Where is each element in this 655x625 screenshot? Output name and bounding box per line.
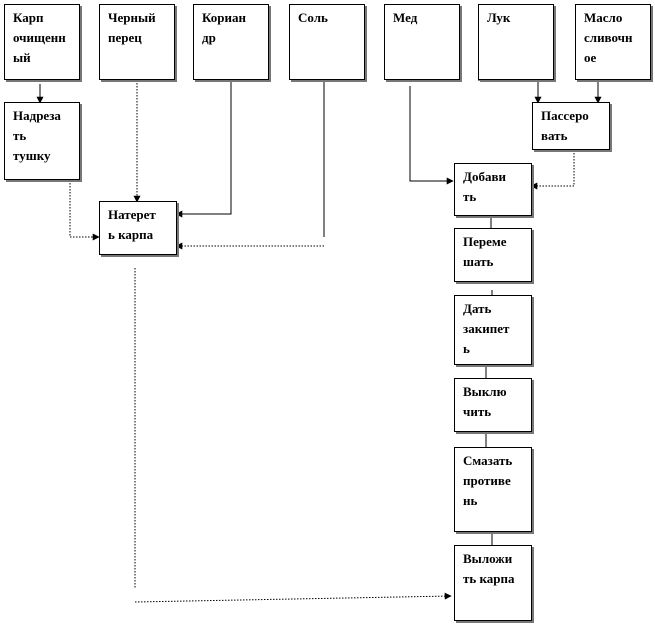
arrow-honey-to-add bbox=[409, 86, 454, 185]
ingredient-butter: Масло сливочн ое bbox=[575, 4, 651, 80]
step-mix: Переме шать bbox=[454, 228, 532, 282]
arrow-coriander-to-rub bbox=[175, 80, 232, 218]
ingredient-carp: Карп очищенн ый bbox=[4, 4, 80, 80]
step-grease-pan: Смазать противе нь bbox=[454, 447, 532, 532]
step-add: Добави ть bbox=[454, 163, 532, 216]
step-boil: Дать закипет ь bbox=[454, 295, 532, 365]
step-lay-out-carp: Выложи ть карпа bbox=[454, 545, 532, 621]
step-cut-carcass: Надреза ть тушку bbox=[4, 102, 80, 180]
ingredient-salt: Соль bbox=[289, 4, 365, 80]
step-turn-off: Выклю чить bbox=[454, 378, 532, 432]
ingredient-honey: Мед bbox=[384, 4, 460, 80]
arrow-onion-to-saute bbox=[478, 79, 542, 104]
ingredient-onion: Лук bbox=[478, 4, 554, 80]
step-saute: Пассеро вать bbox=[532, 102, 610, 150]
arrow-rub-to-layout-tail bbox=[134, 592, 452, 603]
step-rub-carp: Натерет ь карпа bbox=[99, 201, 177, 255]
arrow-saute-to-add bbox=[530, 150, 575, 190]
ingredient-black-pepper: Черный перец bbox=[99, 4, 175, 80]
arrow-cut-to-rub bbox=[69, 180, 100, 241]
ingredient-coriander: Кориан др bbox=[193, 4, 269, 80]
